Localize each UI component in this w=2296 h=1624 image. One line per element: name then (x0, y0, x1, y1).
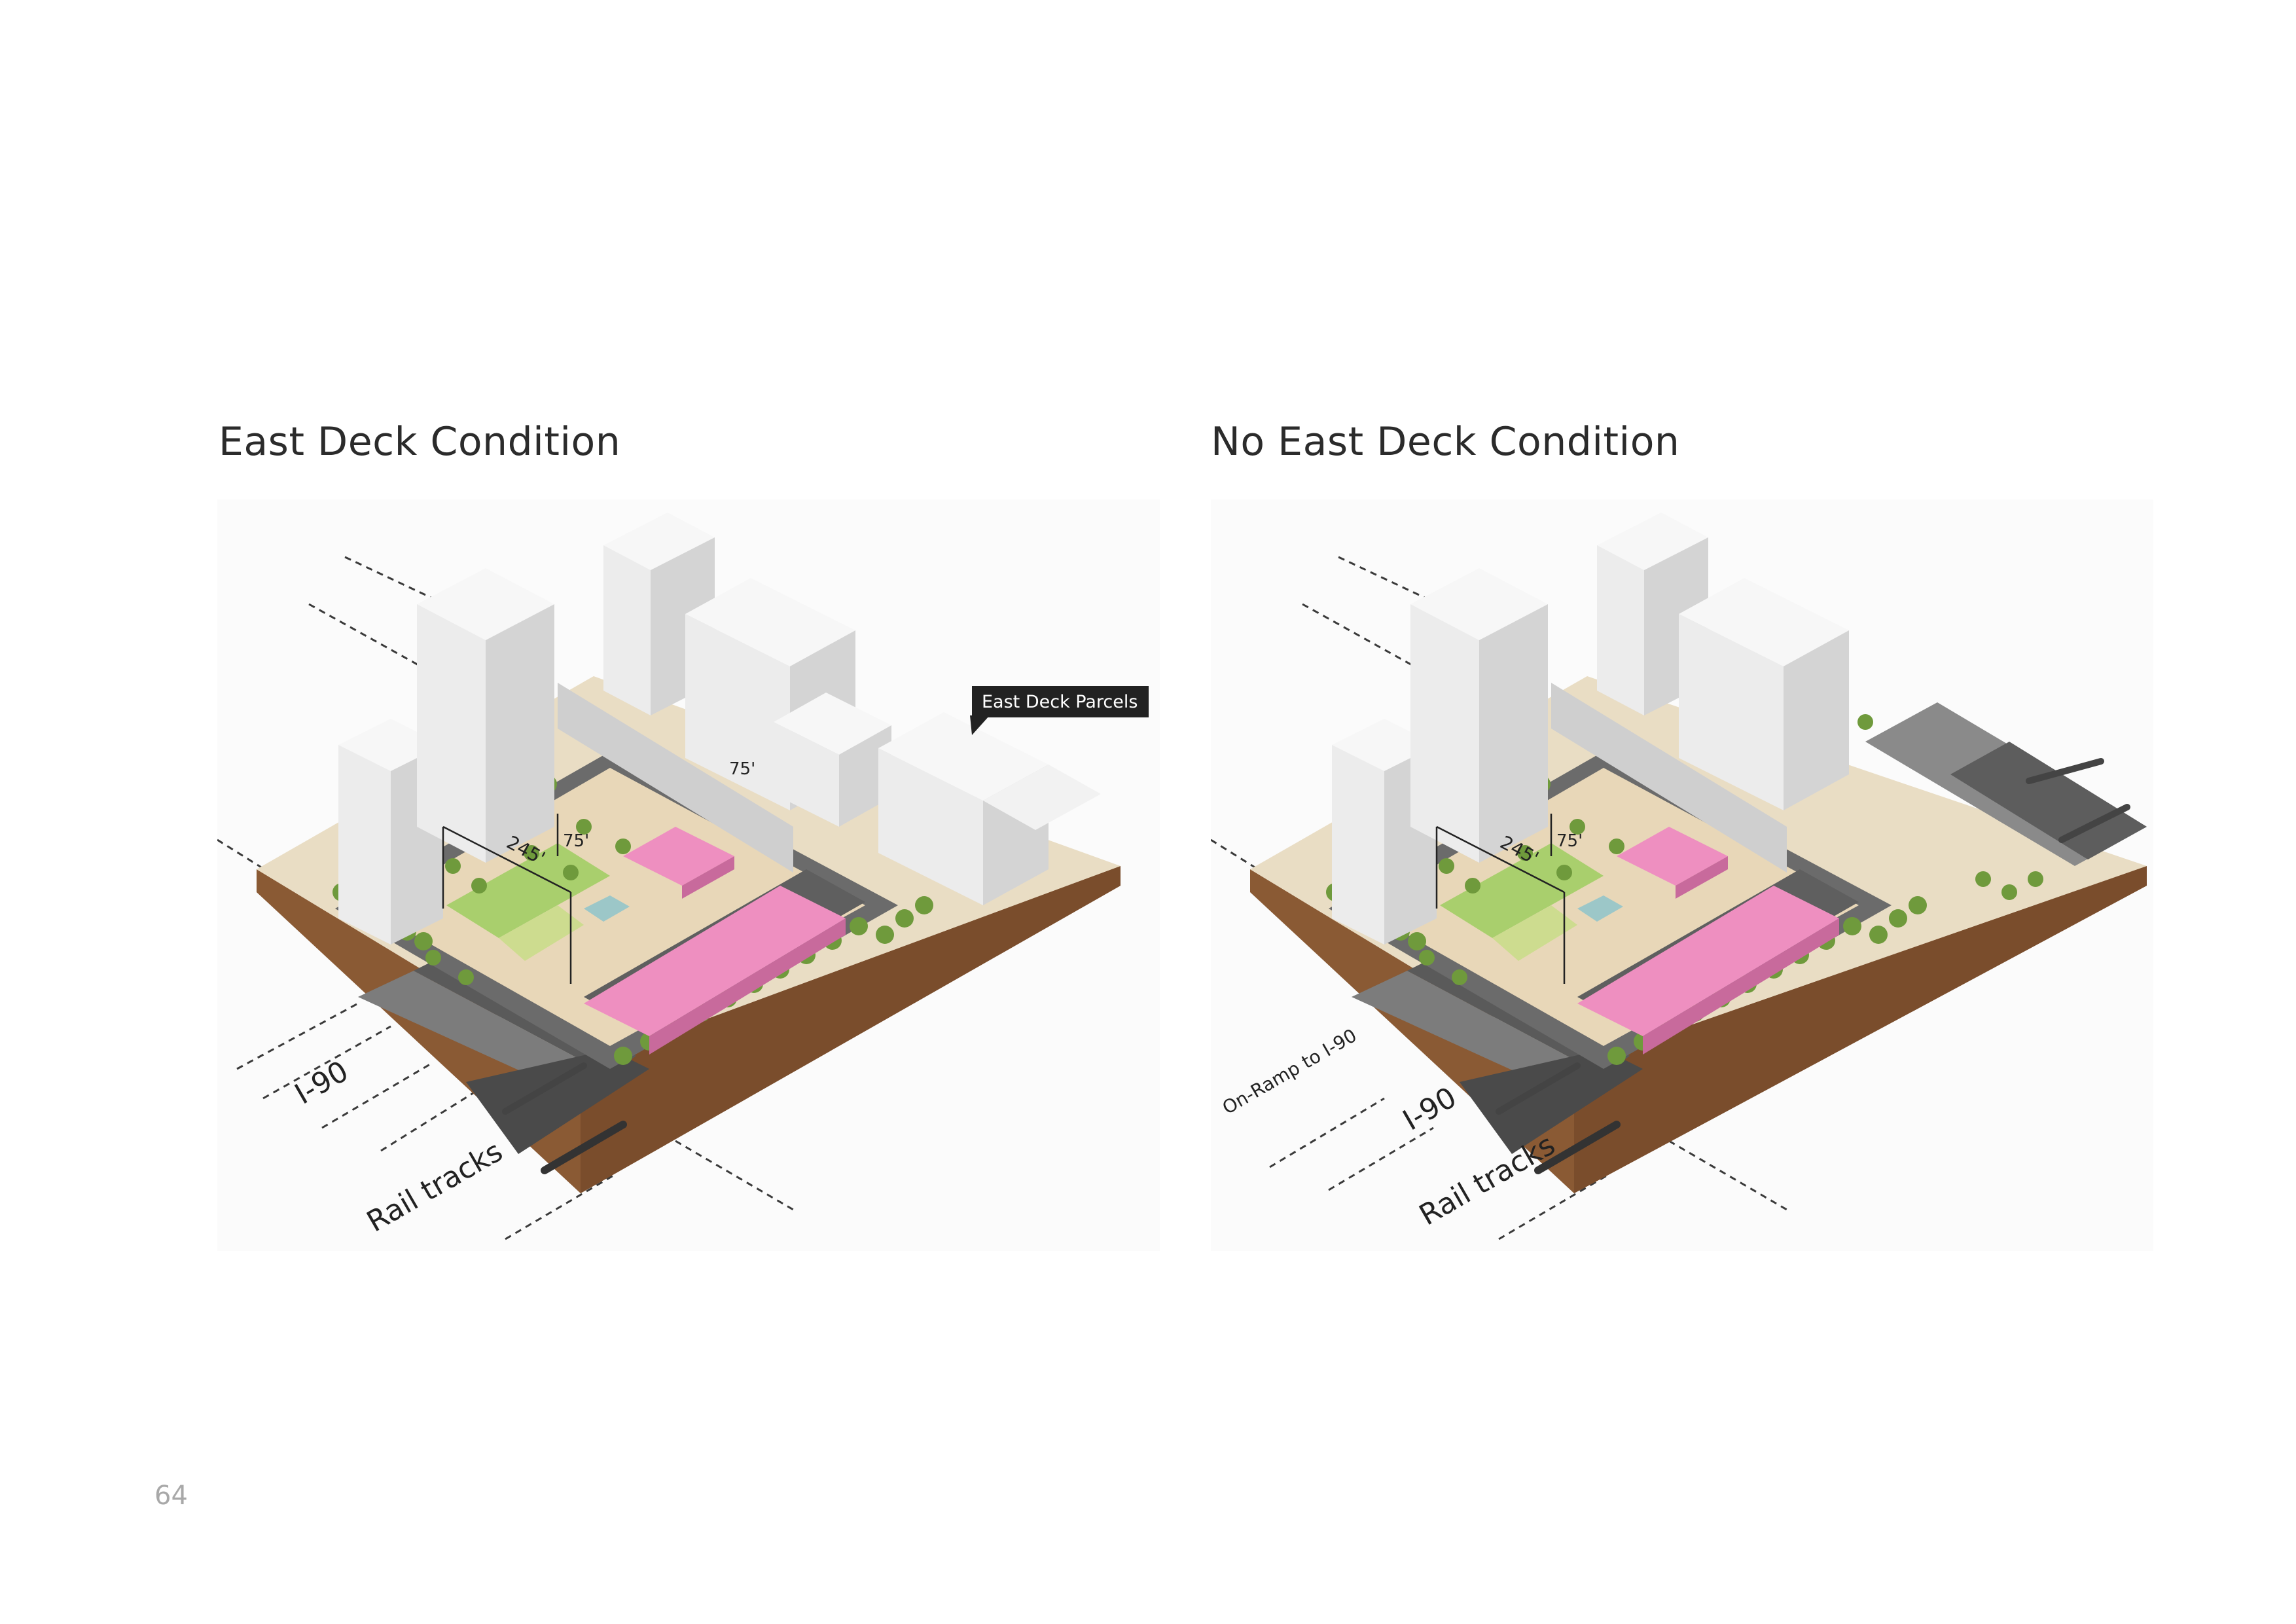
dimension-lines (1435, 814, 1566, 984)
rail-train (1534, 1121, 1621, 1174)
rail-train-2 (1496, 1062, 1581, 1115)
rail-trench (1460, 1049, 1643, 1154)
park-lawn-2 (499, 905, 584, 961)
site-base-soil-right (1574, 866, 2147, 1193)
right-panel-title: No East Deck Condition (1211, 419, 1680, 465)
north-headhouse-roof (623, 827, 734, 886)
north-headhouse-edge (682, 856, 734, 899)
site-base-soil-right (581, 866, 1121, 1193)
east-podium (558, 683, 793, 873)
page-number: 64 (154, 1481, 188, 1511)
exposed-rail (1950, 742, 2147, 859)
left-panel-title: East Deck Condition (219, 419, 621, 465)
exposed-trains (2026, 758, 2130, 843)
rail-trench (466, 1049, 649, 1154)
rail-train-2 (502, 1062, 587, 1115)
water-feature (1577, 895, 1623, 922)
callout-label: East Deck Parcels (982, 692, 1138, 712)
east-deck-axonometric-drawing: 245' 75' 75' East Deck Parcels I-90 Rail… (217, 499, 1160, 1251)
main-station-roof-edge (1643, 918, 1839, 1055)
north-headhouse-roof (1617, 827, 1728, 886)
no-east-deck-axonometric: 245' 75' On-Ramp to I-90 I-90 Rail track… (1211, 499, 2153, 1251)
dimension-75-a: 75' (563, 831, 589, 851)
dimension-75: 75' (1556, 831, 1583, 851)
water-feature (584, 895, 630, 922)
building-tower-a (338, 719, 443, 945)
building-tower-b (417, 568, 554, 863)
building-east-deck-2 (878, 712, 1101, 905)
main-station-roof-edge (649, 918, 846, 1055)
no-east-deck-axonometric-drawing: 245' 75' On-Ramp to I-90 I-90 Rail track… (1211, 499, 2153, 1251)
dimension-75-b: 75' (729, 759, 755, 779)
building-tower-d (1679, 578, 1849, 810)
podium (1551, 683, 1787, 873)
park-lawn-2 (1492, 905, 1577, 961)
building-tower-b (1410, 568, 1548, 863)
rail-train (541, 1121, 627, 1174)
dimension-lines (442, 814, 572, 984)
main-station-roof (584, 886, 846, 1036)
callout-east-deck-parcels: East Deck Parcels (970, 686, 1149, 735)
north-headhouse-edge (1676, 856, 1728, 899)
east-deck-axonometric: 245' 75' 75' East Deck Parcels I-90 Rail… (217, 499, 1160, 1251)
main-station-roof (1577, 886, 1839, 1036)
